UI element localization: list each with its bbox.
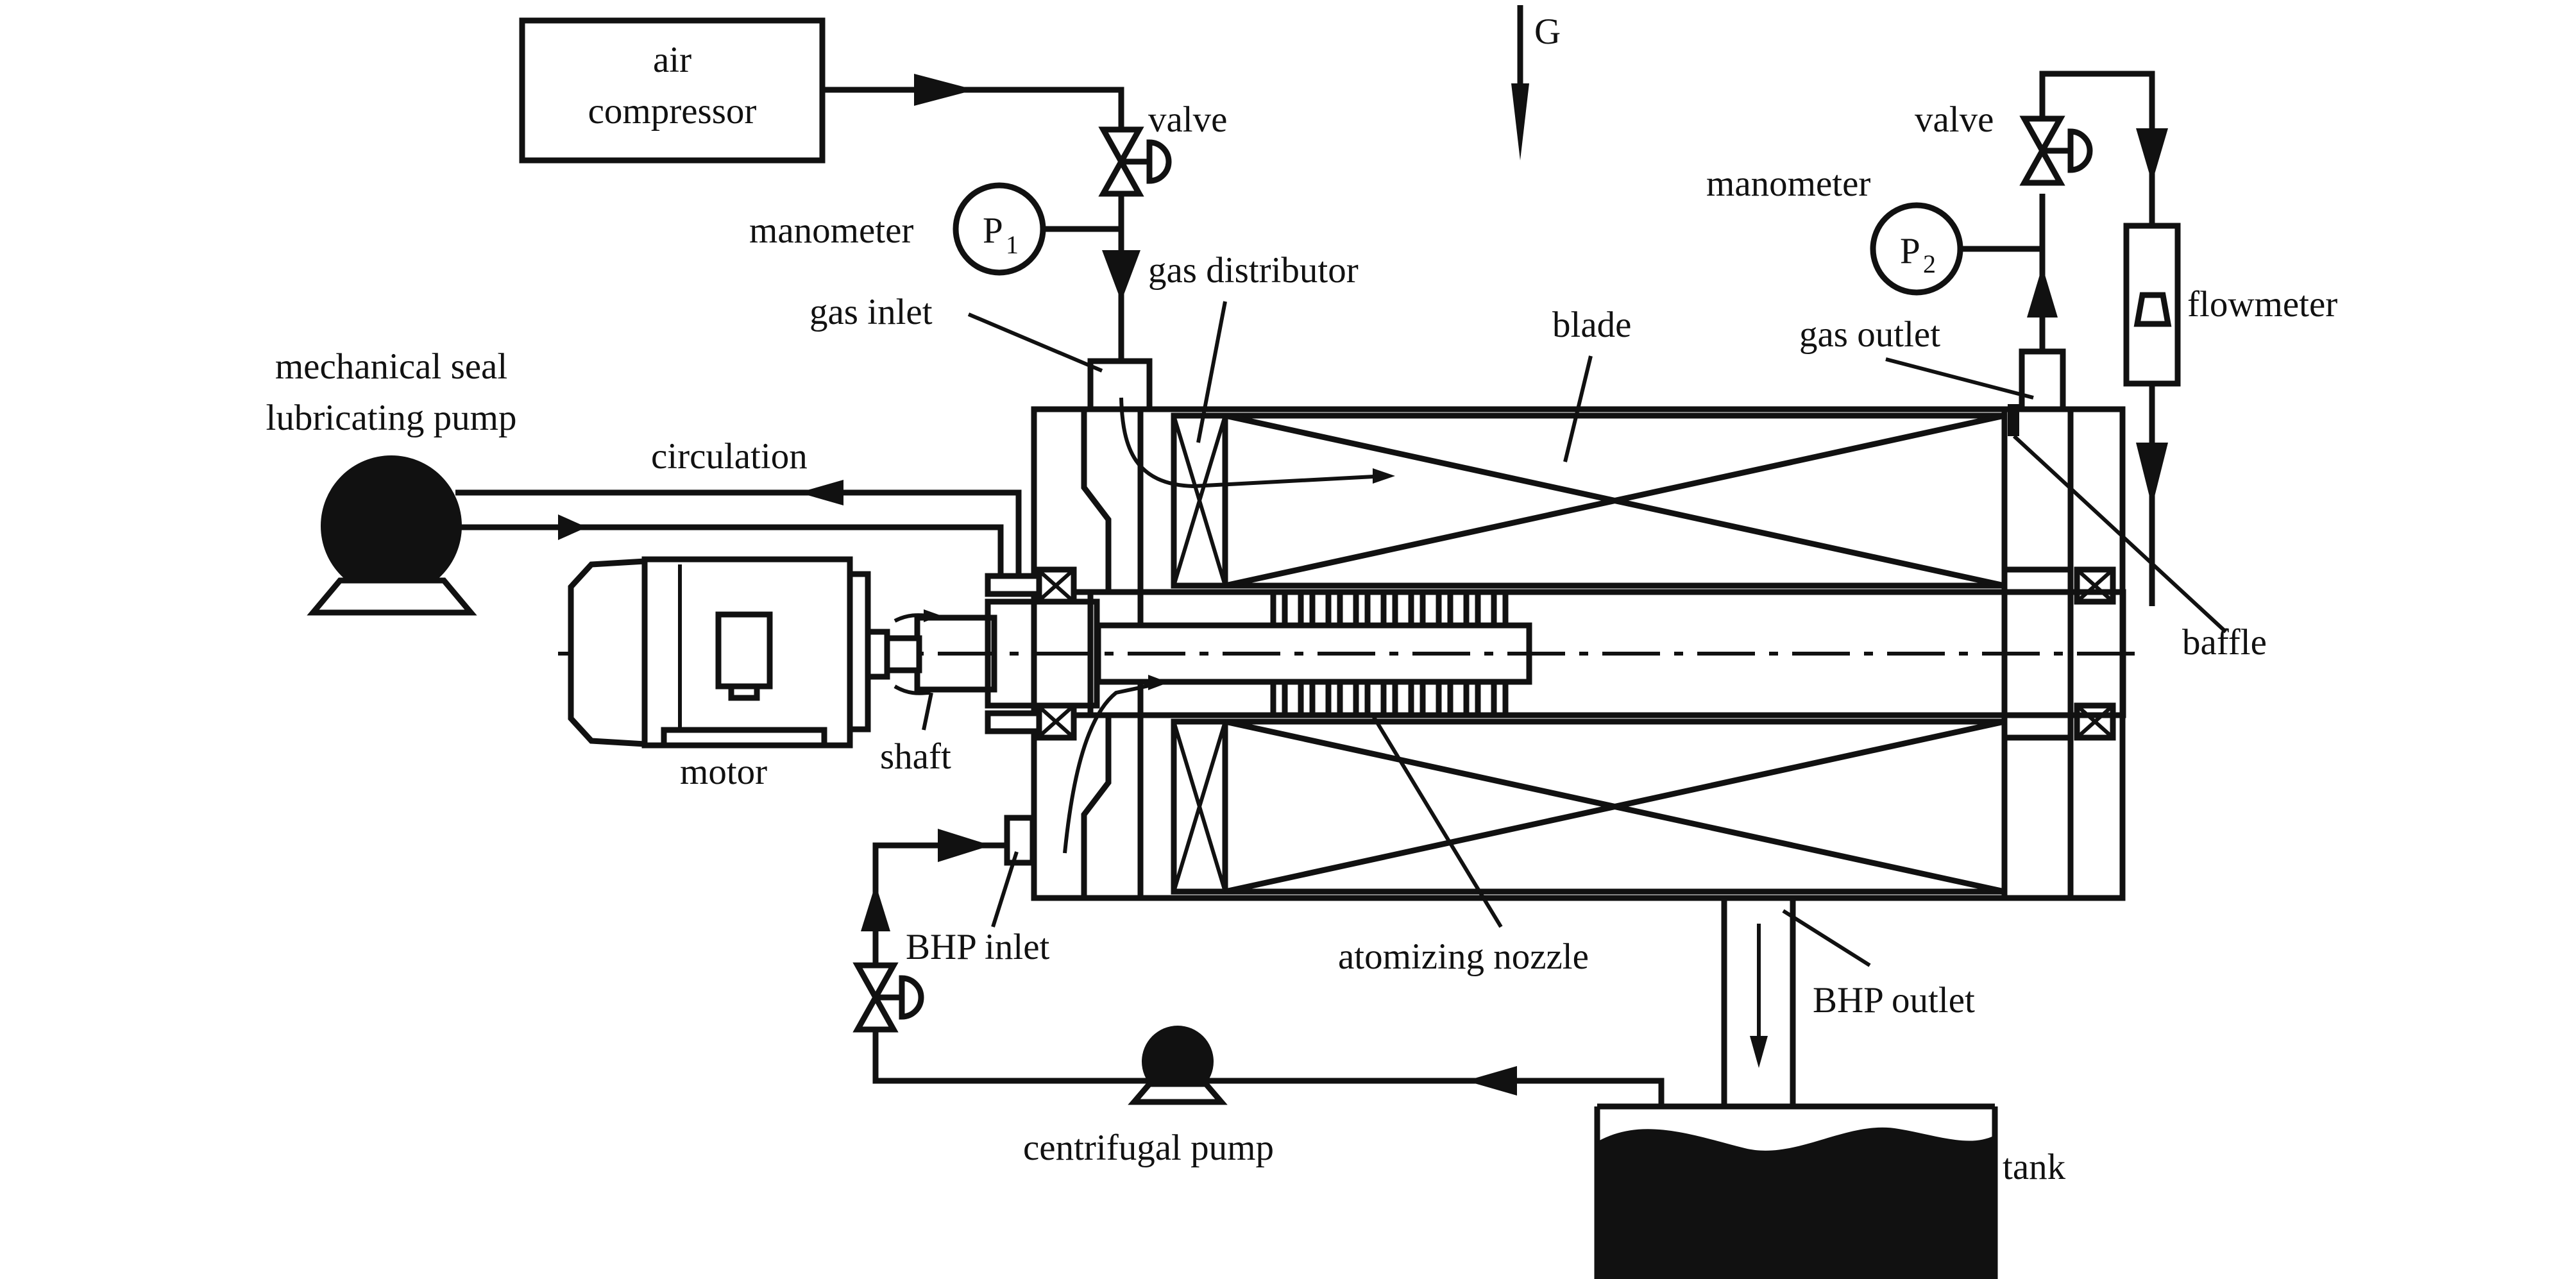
gas-outlet-port: gas outlet xyxy=(1799,194,2066,436)
manometer-left-label: manometer xyxy=(749,210,913,251)
bhp-outlet-duct: BHP outlet xyxy=(1721,898,1975,1106)
gravity-indicator: G xyxy=(1511,5,1561,160)
bearings xyxy=(1035,566,2116,741)
air-compressor: air compressor xyxy=(519,17,826,164)
tank-liquid xyxy=(1597,1127,1995,1279)
gas-distributor: gas distributor xyxy=(1148,250,1359,895)
motor: motor xyxy=(568,556,942,792)
mech-seal-label-1: mechanical seal xyxy=(275,346,507,387)
baffle-label: baffle xyxy=(2182,622,2267,663)
bhp-outlet-label: BHP outlet xyxy=(1813,980,1975,1021)
p2-subscript: 2 xyxy=(1923,250,1936,278)
blade: blade xyxy=(1222,305,2008,895)
manometer-right-label: manometer xyxy=(1706,164,1870,204)
valve-right: valve xyxy=(1915,99,2093,186)
p1-subscript: 1 xyxy=(1006,230,1019,259)
p1-letter: P xyxy=(983,210,1003,251)
gravity-label: G xyxy=(1534,12,1561,52)
valve-right-label: valve xyxy=(1915,99,1994,140)
flowmeter: flowmeter xyxy=(2123,223,2337,387)
bhp-internal-flow xyxy=(1063,675,1169,854)
circulation-line: circulation xyxy=(455,436,1042,734)
air-supply-line xyxy=(822,74,1140,361)
valve-left: valve xyxy=(1098,99,1227,197)
flowmeter-line xyxy=(2039,71,2168,606)
atomizing-nozzle-label: atomizing nozzle xyxy=(1338,936,1589,977)
baffle-plate xyxy=(2008,404,2019,436)
manometer-p1: P 1 manometer xyxy=(749,182,1121,276)
p2-letter: P xyxy=(1900,231,1920,271)
flow-arrow xyxy=(914,74,975,106)
blade-label: blade xyxy=(1552,305,1631,345)
bhp-return-line xyxy=(861,829,1665,1106)
flow-arrow xyxy=(2027,266,2058,318)
flowmeter-label: flowmeter xyxy=(2187,284,2337,325)
valve-bottom xyxy=(852,962,924,1033)
tank-label: tank xyxy=(2003,1147,2066,1187)
bhp-inlet-label: BHP inlet xyxy=(906,927,1049,967)
mech-seal-label-2: lubricating pump xyxy=(266,398,516,438)
flow-arrow xyxy=(1102,250,1140,301)
centrifugal-pump-label: centrifugal pump xyxy=(1023,1128,1274,1168)
motor-label: motor xyxy=(680,752,767,792)
centrifugal-pump: centrifugal pump xyxy=(1023,1026,1274,1168)
gas-inlet-label: gas inlet xyxy=(809,292,933,332)
baffle: baffle xyxy=(2012,434,2267,663)
manometer-p2: P 2 manometer xyxy=(1706,164,2042,296)
bhp-inlet-port: BHP inlet xyxy=(906,815,1049,967)
air-compressor-label-2: compressor xyxy=(588,91,757,131)
atomizing-nozzles: atomizing nozzle xyxy=(1270,589,1589,977)
circulation-label: circulation xyxy=(651,436,808,477)
air-compressor-label-1: air xyxy=(653,40,691,80)
shaft-label: shaft xyxy=(880,736,951,777)
gas-inlet-port: gas inlet xyxy=(809,292,1395,489)
gas-distributor-label: gas distributor xyxy=(1148,250,1359,291)
gas-outlet-label: gas outlet xyxy=(1799,314,1940,355)
tank: tank xyxy=(1594,1103,2066,1279)
mechanical-seal-pump: mechanical seal lubricating pump xyxy=(266,346,517,616)
valve-left-label: valve xyxy=(1148,99,1227,140)
